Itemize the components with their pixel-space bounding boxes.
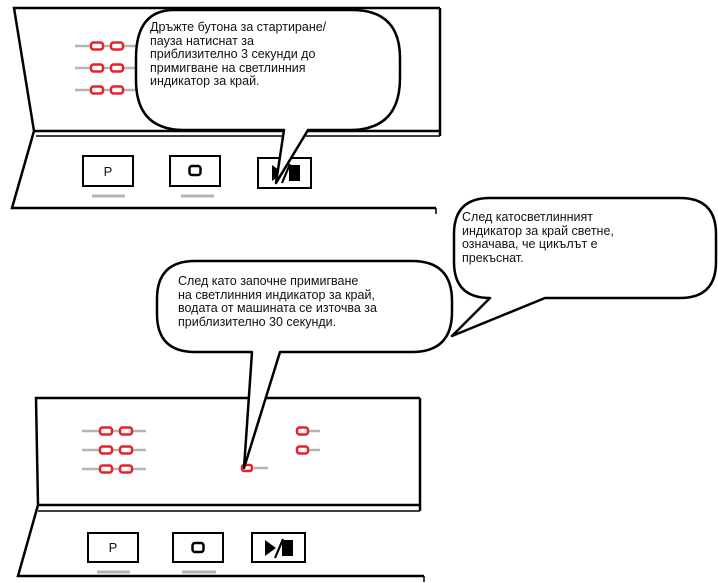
indicator-light [89,85,105,95]
bottom-indicator-row-2 [82,445,146,455]
indicator-light [109,41,125,51]
indicator-light [118,426,134,436]
callout-bubble-draining [155,259,454,470]
indicator-light [109,63,125,73]
rounded-square-icon [188,164,202,177]
callout-text-hold: Дръжте бутона за стартиране/ пауза натис… [150,20,327,88]
indicator-light [89,63,105,73]
indicator-light [118,445,134,455]
indicator-light [295,445,310,455]
indicator-light [118,464,134,474]
indicator-light [98,464,114,474]
bottom-control-panel: P [16,396,425,582]
callout-bubble-hold [134,8,402,185]
indicator-light [98,445,114,455]
bottom-start-pause-button[interactable] [251,532,306,563]
top-indicator-row-3 [75,85,138,95]
top-temperature-button[interactable] [169,155,221,198]
indicator-light [295,426,310,436]
bottom-indicator-row-3 [82,464,146,474]
indicator-light [109,85,125,95]
program-button-label: P [109,540,118,555]
bottom-temperature-button[interactable] [172,532,224,574]
indicator-light [98,426,114,436]
play-pause-icon [265,538,293,559]
bottom-program-button[interactable]: P [87,532,139,574]
callout-bubble-cancelled [450,196,718,338]
bottom-indicator-group-left [82,426,146,474]
bottom-indicator-group-right [295,426,320,455]
callout-text-cancelled: След катосветлинният индикатор за край с… [462,210,614,265]
top-program-button[interactable]: P [82,155,134,198]
top-control-panel: P [10,6,442,214]
rounded-square-icon [191,541,205,554]
program-button-label: P [104,164,113,179]
top-indicator-group [75,41,138,95]
top-indicator-row-1 [75,41,138,51]
bottom-indicator-row-1 [82,426,146,436]
indicator-light [89,41,105,51]
top-indicator-row-2 [75,63,138,73]
callout-text-draining: След като започне примигване на светлинн… [178,274,377,329]
